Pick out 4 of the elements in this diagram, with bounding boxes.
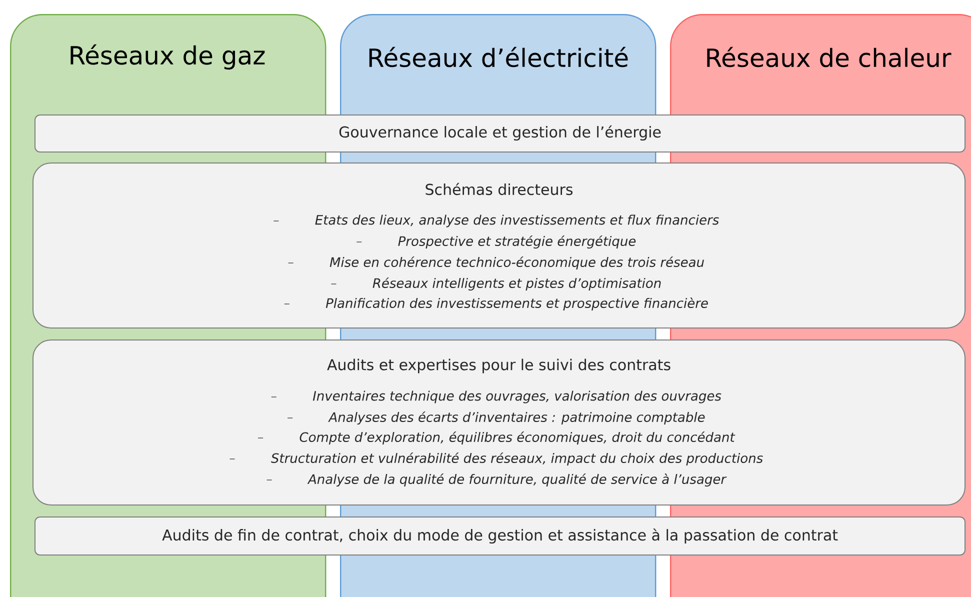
- content-box: Schémas directeurs Etats des lieux, analyse des investissements et flux financiers Prospective et stratégie énergétique Mise en cohérence technico-économique des trois réseau Réseaux intelligents et pistes d’optimisation Planification des investissements et prospective financière: [32, 162, 966, 328]
- content-box: Audits de fin de contrat, choix du mode de gestion et assistance à la passation de contrat: [34, 516, 966, 556]
- content-box: Audits et expertises pour le suivi des contrats Inventaires technique des ouvrages, valorisation des ouvrages Analyses des écarts d’inventaires : patrimoine comptable Compte d’exploration, équilibres économiques, droit du concédant Structuration et vulnérabilité des réseaux, impact du choix des productions Analyse de la qualité de fourniture, qualité de service à l’usager: [32, 340, 966, 506]
- content-box: Gouvernance locale et gestion de l’énergie: [34, 114, 966, 152]
